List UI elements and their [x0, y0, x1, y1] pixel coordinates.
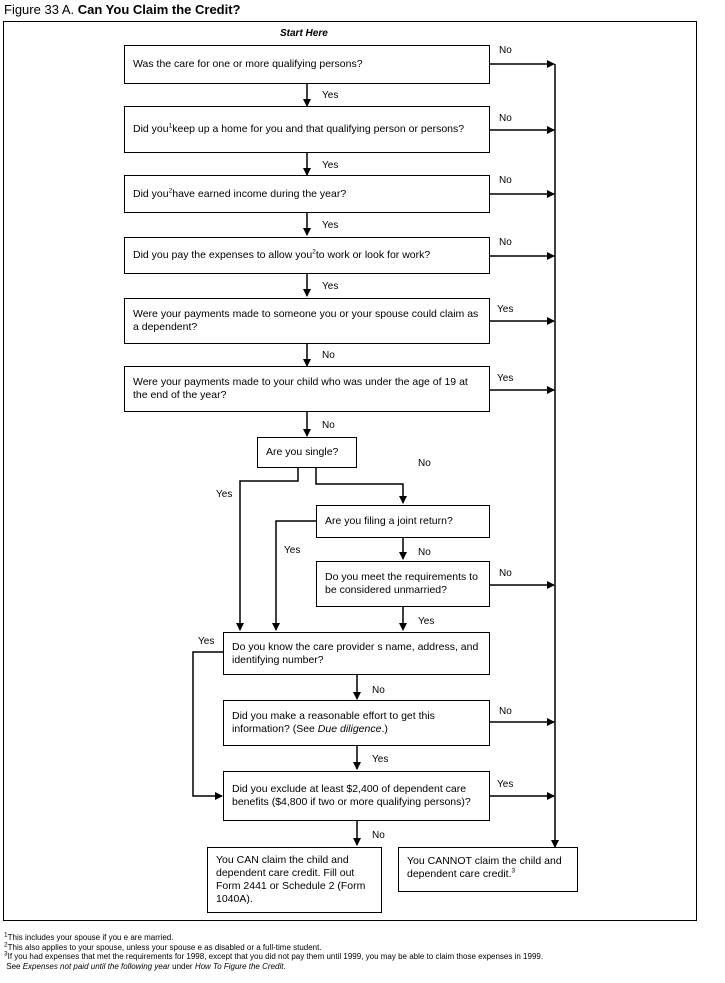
label-yes: Yes [322, 281, 339, 292]
q11-due-diligence: Did you make a reasonable effort to get … [223, 700, 490, 746]
label-yes: Yes [322, 220, 339, 231]
label-no: No [499, 175, 512, 186]
footnotes: 1This includes your spouse if you e are … [4, 931, 544, 971]
label-no: No [499, 45, 512, 56]
label-no: No [499, 568, 512, 579]
q12-exclude-benefits: Did you exclude at least $2,400 of depen… [223, 771, 490, 821]
footnote-3-cont: See Expenses not paid until the followin… [6, 961, 286, 971]
q8-joint-return: Are you filing a joint return? [316, 505, 490, 538]
q9-text: Do you meet the requirements to be consi… [325, 571, 478, 596]
result-can-claim: You CAN claim the child and dependent ca… [207, 847, 382, 913]
q10-text: Do you know the care provider s name, ad… [232, 640, 479, 666]
q10-provider-info: Do you know the care provider s name, ad… [223, 632, 490, 675]
start-here-label: Start Here [280, 28, 328, 39]
label-no: No [499, 706, 512, 717]
q1-qualifying-persons: Was the care for one or more qualifying … [124, 45, 490, 84]
q5-dependent-payee: Were your payments made to someone you o… [124, 298, 490, 344]
label-no: No [418, 547, 431, 558]
q6-child-under-19: Were your payments made to your child wh… [124, 366, 490, 412]
q6-text: Were your payments made to your child wh… [133, 376, 468, 401]
label-yes: Yes [497, 373, 514, 384]
label-no: No [322, 420, 335, 431]
label-yes: Yes [322, 160, 339, 171]
label-no: No [322, 350, 335, 361]
q8-text: Are you filing a joint return? [325, 515, 453, 527]
q4-pay-expenses: Did you pay the expenses to allow you2to… [124, 237, 490, 274]
footnote-3: 3If you had expenses that met the requir… [4, 950, 544, 961]
flowchart-frame [3, 21, 697, 921]
figure-number: Figure 33 A. [4, 2, 75, 17]
footnote-2: 2This also applies to your spouse, unles… [4, 940, 322, 952]
label-no: No [418, 458, 431, 469]
label-no: No [499, 237, 512, 248]
label-yes: Yes [372, 754, 389, 765]
label-yes: Yes [322, 90, 339, 101]
q7-text: Are you single? [266, 446, 339, 458]
q1-text: Was the care for one or more qualifying … [133, 58, 363, 70]
q2-keep-up-home: Did you1keep up a home for you and that … [124, 106, 490, 153]
label-no: No [499, 113, 512, 124]
label-yes: Yes [216, 489, 233, 500]
q4-text: Did you pay the expenses to allow you2to… [133, 248, 431, 261]
label-yes: Yes [198, 636, 215, 647]
q2-text: Did you1keep up a home for you and that … [133, 122, 465, 135]
label-yes: Yes [418, 616, 435, 627]
figure-heading: Can You Claim the Credit? [77, 2, 241, 17]
label-yes: Yes [284, 545, 301, 556]
result-can-text: You CAN claim the child and dependent ca… [216, 854, 366, 905]
result-cannot-claim: You CANNOT claim the child and dependent… [398, 847, 578, 892]
label-no: No [372, 830, 385, 841]
label-yes: Yes [497, 304, 514, 315]
q7-single: Are you single? [257, 437, 357, 468]
footnote-1: 1This includes your spouse if you e are … [4, 931, 174, 942]
q5-text: Were your payments made to someone you o… [133, 308, 479, 333]
result-cannot-text: You CANNOT claim the child and dependent… [407, 855, 562, 880]
q9-considered-unmarried: Do you meet the requirements to be consi… [316, 561, 490, 607]
q3-text: Did you2have earned income during the ye… [133, 187, 347, 200]
q3-earned-income: Did you2have earned income during the ye… [124, 175, 490, 213]
q11-text: Did you make a reasonable effort to get … [232, 710, 435, 735]
figure-title: Figure 33 A. Can You Claim the Credit? [4, 2, 241, 17]
label-yes: Yes [497, 779, 514, 790]
q12-text: Did you exclude at least $2,400 of depen… [232, 783, 471, 808]
label-no: No [372, 685, 385, 696]
